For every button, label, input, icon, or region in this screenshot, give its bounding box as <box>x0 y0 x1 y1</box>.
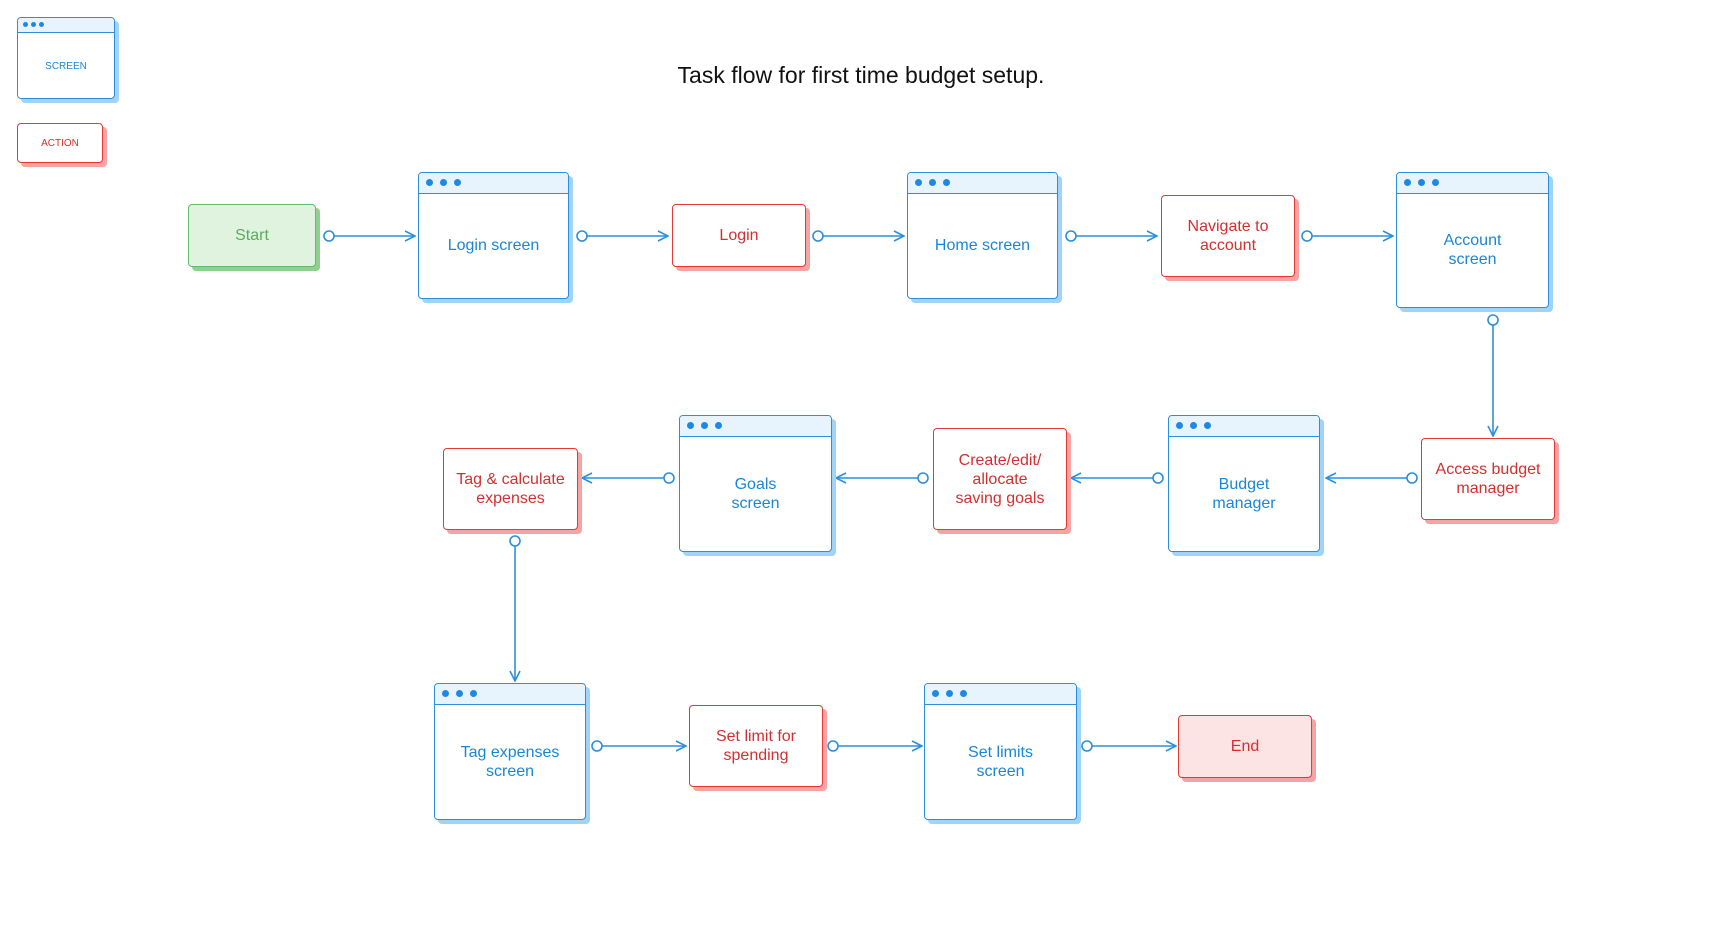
window-dot-icon <box>440 179 447 186</box>
node-login: Login <box>672 204 806 267</box>
window-titlebar <box>925 684 1076 705</box>
node-label: Goals screen <box>731 475 780 512</box>
node-home-screen: Home screen <box>907 172 1058 299</box>
node-access-budget-manager: Access budget manager <box>1421 438 1555 520</box>
window-titlebar <box>680 416 831 437</box>
window-titlebar <box>908 173 1057 194</box>
node-end: End <box>1178 715 1312 778</box>
window-titlebar <box>419 173 568 194</box>
node-set-limits-screen: Set limits screen <box>924 683 1077 820</box>
connector-port <box>1487 314 1499 326</box>
node-navigate-account: Navigate to account <box>1161 195 1295 277</box>
connector-port <box>1301 230 1313 242</box>
window-dot-icon <box>715 422 722 429</box>
connector-port <box>812 230 824 242</box>
node-label: Login screen <box>447 237 540 254</box>
connector-port <box>1065 230 1077 242</box>
connector-port <box>827 740 839 752</box>
node-label: Account screen <box>1443 232 1502 268</box>
node-label: Create/edit/ allocate saving goals <box>955 451 1045 507</box>
window-dot-icon <box>1176 422 1183 429</box>
window-dot-icon <box>687 422 694 429</box>
window-dot-icon <box>1418 179 1425 186</box>
window-dot-icon <box>1404 179 1411 186</box>
connector-port <box>323 230 335 242</box>
connector-port <box>509 535 521 547</box>
node-create-saving-goals: Create/edit/ allocate saving goals <box>933 428 1067 530</box>
window-titlebar <box>1169 416 1319 437</box>
node-budget-manager: Budget manager <box>1168 415 1320 552</box>
node-label: End <box>1230 738 1260 755</box>
node-label: Home screen <box>934 237 1031 254</box>
node-label: Tag expenses screen <box>460 743 560 780</box>
window-dot-icon <box>454 179 461 186</box>
node-label: Budget manager <box>1212 475 1276 512</box>
node-label: Set limit for spending <box>715 728 796 764</box>
connector-port <box>917 472 929 484</box>
window-dot-icon <box>470 690 477 697</box>
connector-port <box>1081 740 1093 752</box>
legend-screen-label: SCREEN <box>45 60 87 72</box>
window-titlebar <box>18 18 114 33</box>
diagram-title: Task flow for first time budget setup. <box>677 62 1045 88</box>
node-label: Access budget manager <box>1435 461 1541 497</box>
legend-screen: SCREEN <box>17 17 115 99</box>
node-tag-calculate-expenses: Tag & calculate expenses <box>443 448 578 530</box>
window-dot-icon <box>456 690 463 697</box>
window-titlebar <box>435 684 585 705</box>
node-account-screen: Account screen <box>1396 172 1549 308</box>
node-label: Tag & calculate expenses <box>456 471 565 507</box>
connector-port <box>1152 472 1164 484</box>
window-dot-icon <box>929 179 936 186</box>
window-dot-icon <box>23 22 28 27</box>
connector-port <box>591 740 603 752</box>
node-login-screen: Login screen <box>418 172 569 299</box>
legend-action: ACTION <box>17 123 103 163</box>
node-label: Navigate to account <box>1187 218 1269 254</box>
node-label: Login <box>719 227 759 244</box>
window-titlebar <box>1397 173 1548 194</box>
window-dot-icon <box>701 422 708 429</box>
window-dot-icon <box>31 22 36 27</box>
window-dot-icon <box>932 690 939 697</box>
node-set-limit-spending: Set limit for spending <box>689 705 823 787</box>
legend-action-label: ACTION <box>41 137 79 149</box>
node-tag-expenses-screen: Tag expenses screen <box>434 683 586 820</box>
window-dot-icon <box>442 690 449 697</box>
node-goals-screen: Goals screen <box>679 415 832 552</box>
window-dot-icon <box>960 690 967 697</box>
node-label: Set limits screen <box>968 743 1033 780</box>
node-start: Start <box>188 204 316 267</box>
window-dot-icon <box>426 179 433 186</box>
window-dot-icon <box>946 690 953 697</box>
node-label: Start <box>235 227 269 244</box>
connector-port <box>576 230 588 242</box>
window-dot-icon <box>1204 422 1211 429</box>
connector-port <box>1406 472 1418 484</box>
connector-port <box>663 472 675 484</box>
window-dot-icon <box>943 179 950 186</box>
window-dot-icon <box>1432 179 1439 186</box>
window-dot-icon <box>1190 422 1197 429</box>
window-dot-icon <box>39 22 44 27</box>
window-dot-icon <box>915 179 922 186</box>
